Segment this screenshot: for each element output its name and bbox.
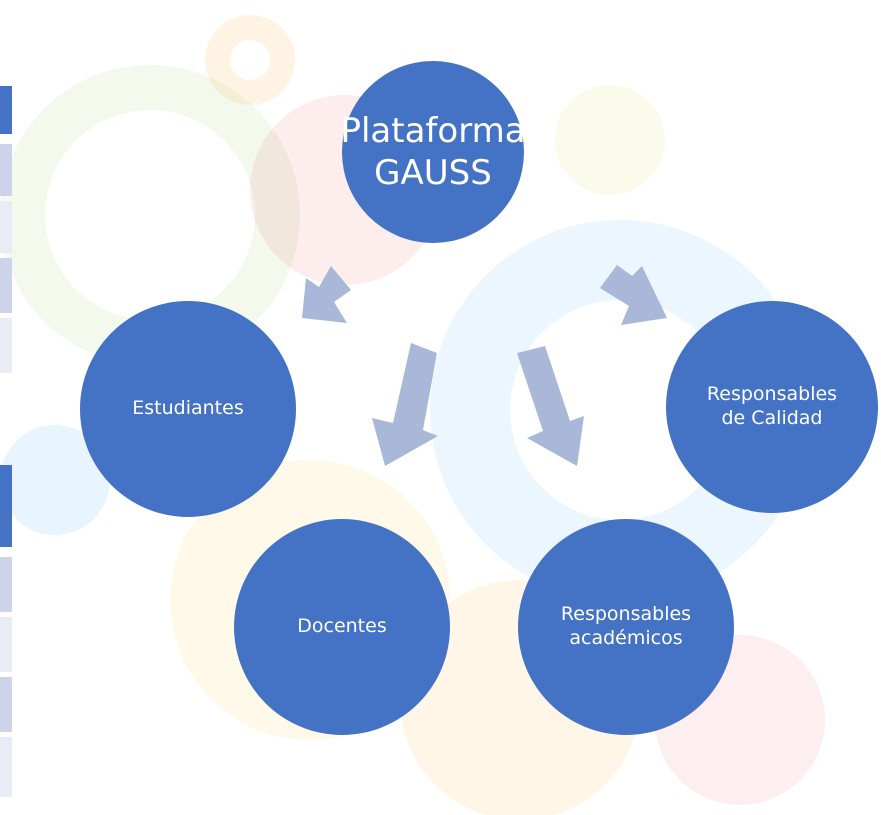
node-responsables-calidad: Responsables de Calidad: [666, 301, 878, 513]
blue-small-gear-icon: [0, 425, 110, 535]
table-cell: [0, 201, 12, 253]
table-header-cell: [0, 465, 12, 547]
table-cell: [0, 557, 12, 612]
node-label: Responsables académicos: [560, 603, 692, 649]
yellow-small-gear-icon: [555, 85, 665, 195]
arrow-to-responsables-calidad: [600, 265, 667, 325]
left-table-fragment-top: [0, 86, 12, 376]
left-table-fragment-bottom: [0, 465, 12, 800]
orange-small-gear-icon: [205, 15, 295, 105]
node-label: Docentes: [297, 615, 387, 638]
node-responsables-academicos: Responsables académicos: [518, 519, 734, 735]
table-cell: [0, 318, 12, 373]
node-label: Estudiantes: [132, 397, 244, 420]
node-docentes: Docentes: [234, 519, 450, 735]
hub-node-plataforma-gauss: Plataforma GAUSS: [340, 61, 526, 243]
table-cell: [0, 737, 12, 797]
green-gear-inner-icon: [45, 110, 255, 320]
node-label: Responsables de Calidad: [706, 383, 838, 429]
node-estudiantes: Estudiantes: [80, 301, 296, 517]
table-cell: [0, 677, 12, 732]
table-cell: [0, 258, 12, 313]
arrow-to-estudiantes: [302, 266, 351, 323]
table-cell: [0, 144, 12, 196]
arrow-to-responsables-academicos: [517, 346, 584, 466]
table-header-cell: [0, 86, 12, 134]
hub-node-label: Plataforma GAUSS: [340, 110, 526, 194]
arrow-to-docentes: [372, 343, 438, 466]
blue-gear-inner-icon: [510, 300, 730, 520]
table-cell: [0, 617, 12, 672]
